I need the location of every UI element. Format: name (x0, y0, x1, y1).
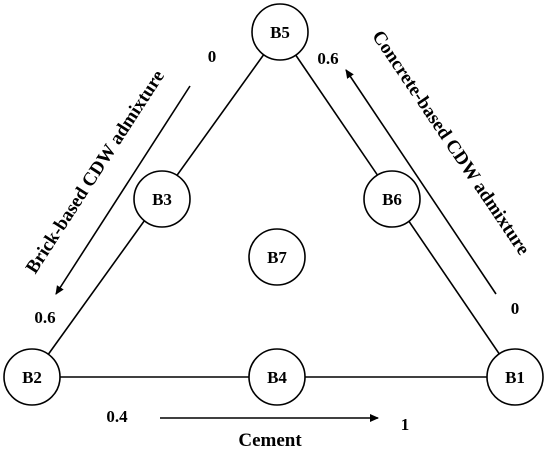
svg-text:B1: B1 (505, 368, 525, 387)
node-b3: B3 (133, 170, 191, 228)
svg-text:B5: B5 (270, 23, 290, 42)
cement-axis-title: Cement (238, 430, 302, 451)
cement-axis-end-value: 1 (401, 415, 410, 434)
brick-axis-end-value: 0.6 (34, 308, 55, 327)
node-b5: B5 (251, 3, 309, 61)
svg-text:B3: B3 (152, 190, 172, 209)
cement-axis-start-value: 0.4 (106, 407, 128, 426)
node-b6: B6 (363, 170, 421, 228)
node-b1: B1 (486, 348, 544, 406)
brick-axis-start-value: 0 (208, 47, 217, 66)
svg-text:B6: B6 (382, 190, 402, 209)
brick-axis-title: Brick-based CDW admixture (22, 67, 169, 278)
concrete-axis-end-value: 0.6 (317, 49, 338, 68)
svg-text:B7: B7 (267, 248, 287, 267)
triangle-edges (31, 31, 516, 378)
concrete-axis-start-value: 0 (511, 299, 520, 318)
node-b7: B7 (248, 228, 306, 286)
node-b4: B4 (248, 348, 306, 406)
concrete-axis-arrow (345, 69, 497, 295)
brick-axis-arrow (55, 85, 191, 295)
svg-text:B2: B2 (22, 368, 42, 387)
svg-text:B4: B4 (267, 368, 287, 387)
node-b2: B2 (3, 348, 61, 406)
